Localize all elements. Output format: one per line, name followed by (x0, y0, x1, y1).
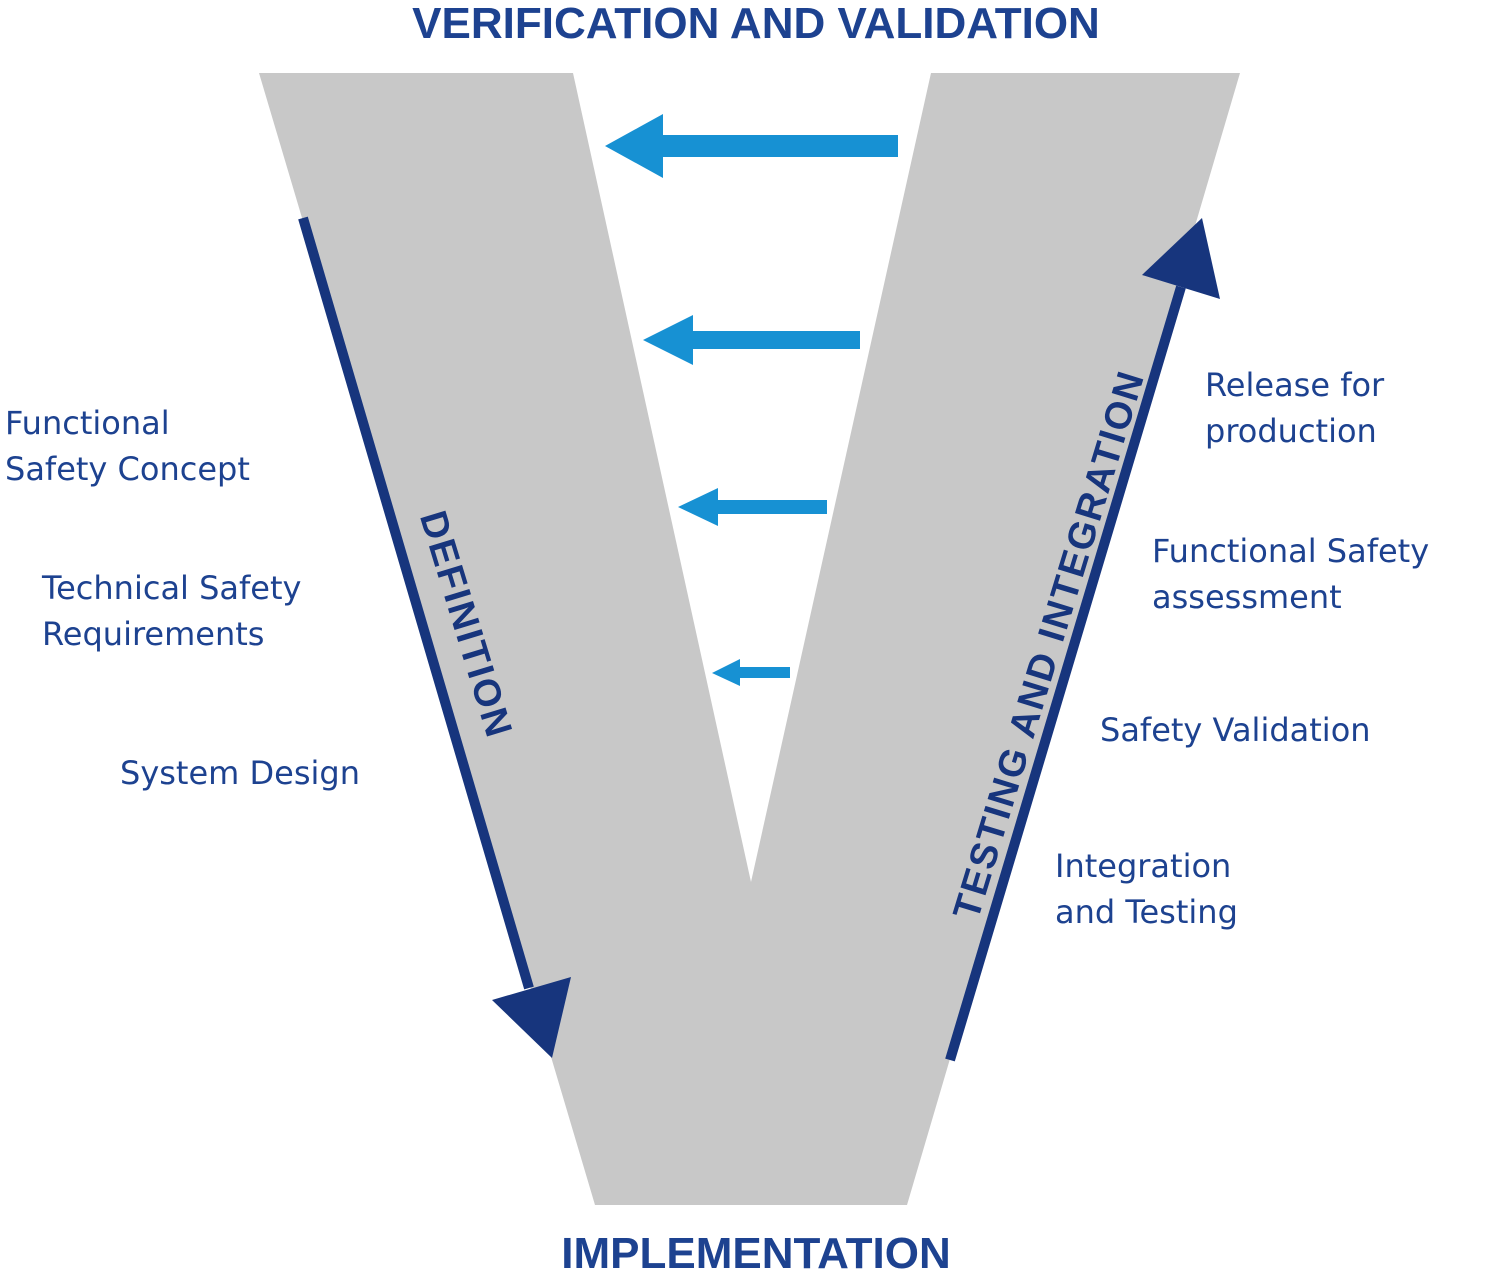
label-system-design: System Design (120, 750, 360, 796)
v-shape (259, 73, 1240, 1205)
label-functional-safety-assessment: Functional Safety assessment (1152, 528, 1429, 621)
label-safety-validation: Safety Validation (1100, 707, 1371, 753)
label-line: Integration (1055, 847, 1232, 885)
label-technical-safety-requirements: Technical Safety Requirements (42, 565, 301, 658)
label-line: Release for (1205, 366, 1385, 404)
testing-arrow-line (945, 285, 1186, 1062)
feedback-arrow-2-icon (643, 315, 860, 365)
feedback-arrow-4-icon (712, 659, 790, 686)
definition-arrowhead-icon (492, 977, 571, 1058)
feedback-arrow-1-icon (605, 114, 898, 178)
label-integration-and-testing: Integration and Testing (1055, 843, 1238, 936)
label-line: and Testing (1055, 893, 1238, 932)
feedback-arrow-3-icon (678, 488, 827, 526)
implementation-label: IMPLEMENTATION (561, 1229, 951, 1278)
label-line: Technical Safety (42, 569, 302, 607)
label-line: assessment (1152, 578, 1342, 617)
label-line: System Design (120, 754, 360, 792)
testing-arrowhead-icon (1142, 218, 1220, 299)
label-line: production (1205, 412, 1377, 451)
label-release-for-production: Release for production (1205, 362, 1384, 455)
label-line: Safety Concept (5, 450, 250, 489)
diagram-title: VERIFICATION AND VALIDATION (412, 0, 1100, 48)
label-line: Safety Validation (1100, 711, 1371, 749)
label-line: Requirements (42, 615, 265, 654)
label-line: Functional (5, 404, 170, 442)
label-functional-safety-concept: Functional Safety Concept (5, 400, 250, 493)
label-line: Functional Safety (1152, 532, 1430, 570)
definition-arrow-line (298, 216, 534, 990)
